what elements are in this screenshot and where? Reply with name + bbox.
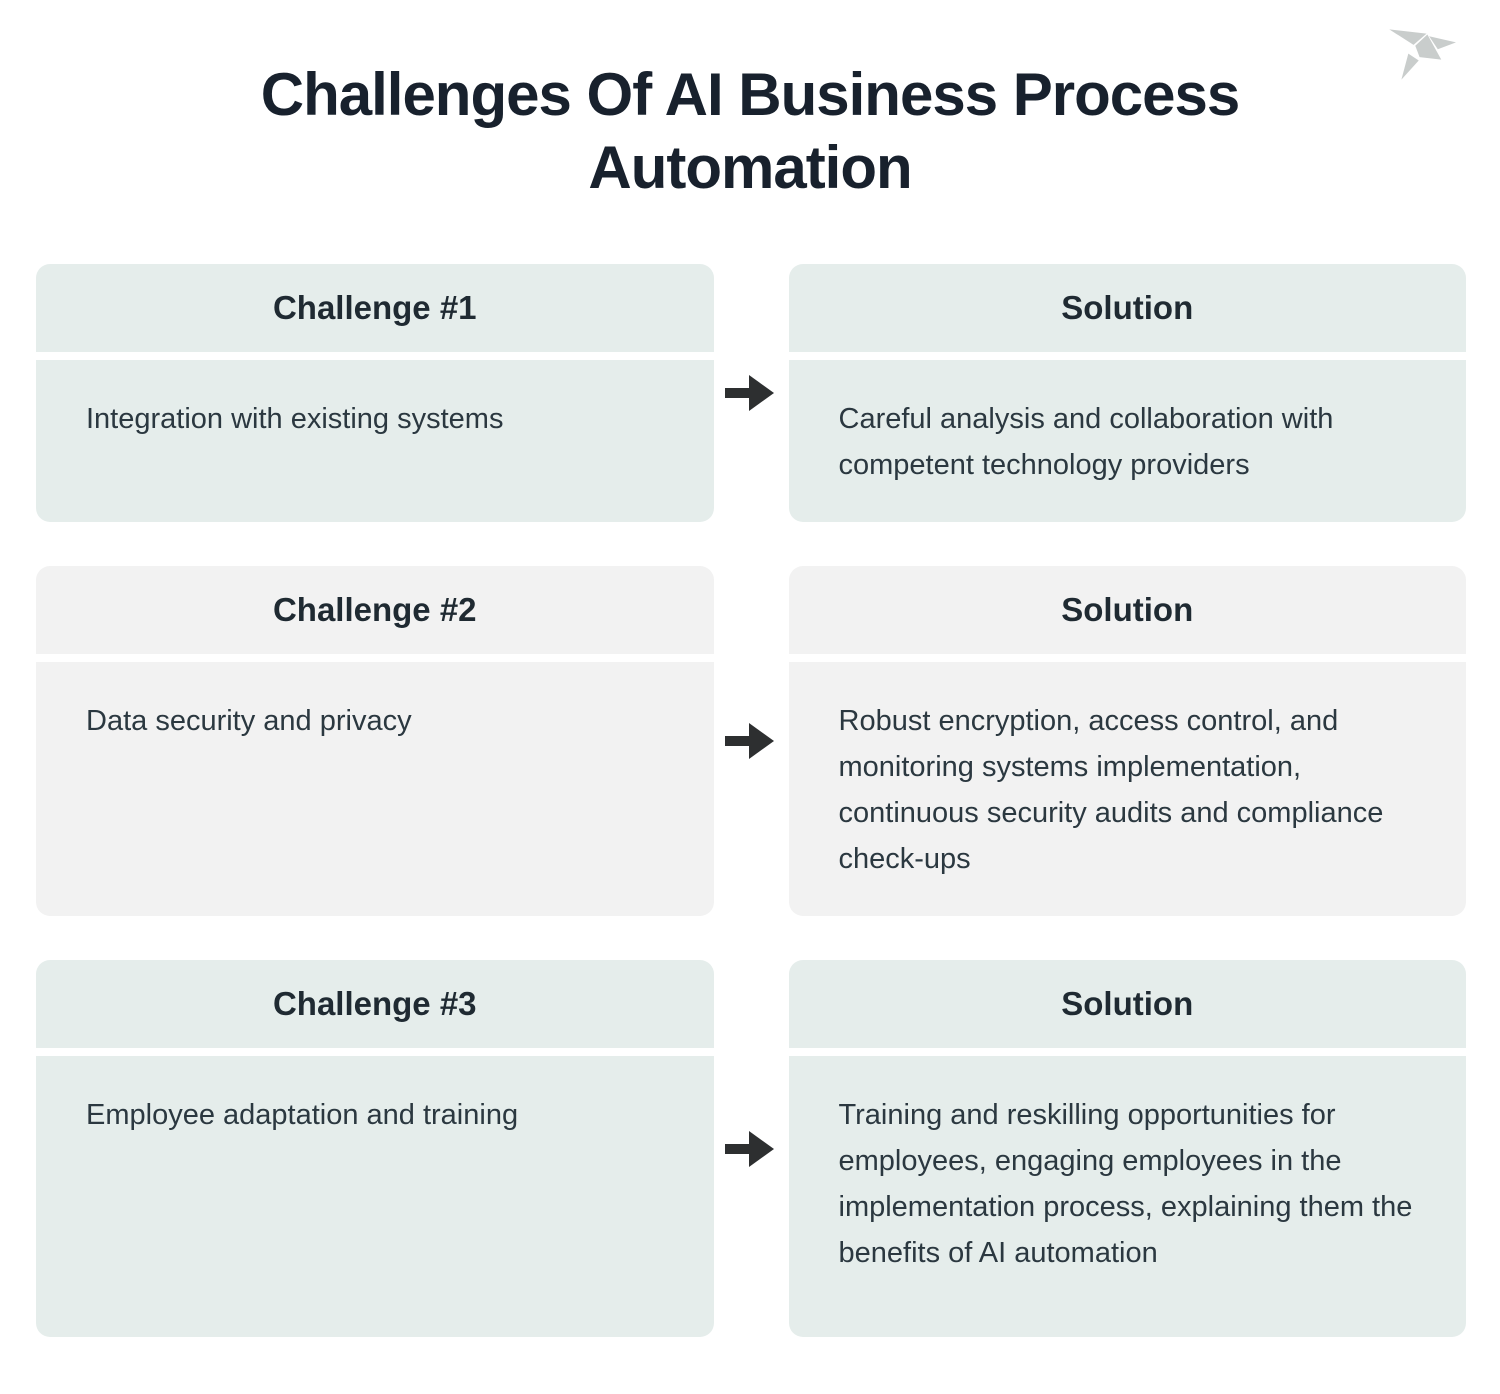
challenge-3-card: Challenge #3 Employee adaptation and tra…	[36, 960, 714, 1337]
arrow-right-icon	[725, 1130, 774, 1167]
challenge-3-header: Challenge #3	[36, 960, 714, 1048]
row-challenge-2: Challenge #2 Data security and privacy S…	[36, 566, 1466, 916]
page-title: Challenges Of AI Business Process Automa…	[175, 0, 1325, 204]
solution-2-card: Solution Robust encryption, access contr…	[788, 566, 1466, 916]
arrow-right-icon	[725, 375, 774, 411]
challenge-1-card: Challenge #1 Integration with existing s…	[36, 264, 714, 522]
challenge-1-text: Integration with existing systems	[86, 403, 504, 435]
solution-3-card: Solution Training and reskilling opportu…	[788, 960, 1466, 1337]
solution-3-label: Solution	[1061, 985, 1194, 1022]
solution-2-header: Solution	[788, 566, 1466, 654]
challenge-2-body: Data security and privacy	[36, 662, 714, 916]
arrow-col-2	[714, 566, 789, 916]
arrow-col-3	[714, 960, 789, 1337]
row-challenge-1: Challenge #1 Integration with existing s…	[36, 264, 1466, 522]
arrow-col-1	[714, 264, 789, 522]
solution-1-body: Careful analysis and collaboration with …	[788, 360, 1466, 522]
solution-3-header: Solution	[788, 960, 1466, 1048]
origami-bird-logo	[1389, 29, 1456, 80]
challenge-2-text: Data security and privacy	[86, 705, 412, 737]
row-challenge-3: Challenge #3 Employee adaptation and tra…	[36, 960, 1466, 1337]
challenge-solution-rows: Challenge #1 Integration with existing s…	[36, 264, 1466, 1337]
solution-3-text: Training and reskilling opportunities fo…	[838, 1099, 1413, 1269]
challenge-2-label: Challenge #2	[272, 591, 477, 628]
solution-2-text: Robust encryption, access control, and m…	[838, 705, 1384, 875]
arrow-right-icon	[725, 723, 774, 759]
solution-2-body: Robust encryption, access control, and m…	[788, 662, 1466, 916]
challenge-2-card: Challenge #2 Data security and privacy	[36, 566, 714, 916]
challenge-2-header: Challenge #2	[36, 566, 714, 654]
solution-1-label: Solution	[1061, 289, 1194, 326]
page-title-line2: Automation	[588, 134, 912, 201]
page-title-line1: Challenges Of AI Business Process	[260, 61, 1240, 128]
challenge-3-body: Employee adaptation and training	[36, 1056, 714, 1337]
solution-3-body: Training and reskilling opportunities fo…	[788, 1056, 1466, 1337]
challenge-1-label: Challenge #1	[272, 289, 477, 326]
solution-1-text: Careful analysis and collaboration with …	[838, 403, 1334, 481]
solution-1-card: Solution Careful analysis and collaborat…	[788, 264, 1466, 522]
solution-2-label: Solution	[1061, 591, 1194, 628]
solution-1-header: Solution	[788, 264, 1466, 352]
challenge-3-label: Challenge #3	[272, 985, 477, 1022]
challenge-3-text: Employee adaptation and training	[86, 1099, 519, 1131]
challenge-1-header: Challenge #1	[36, 264, 714, 352]
challenge-1-body: Integration with existing systems	[36, 360, 714, 522]
